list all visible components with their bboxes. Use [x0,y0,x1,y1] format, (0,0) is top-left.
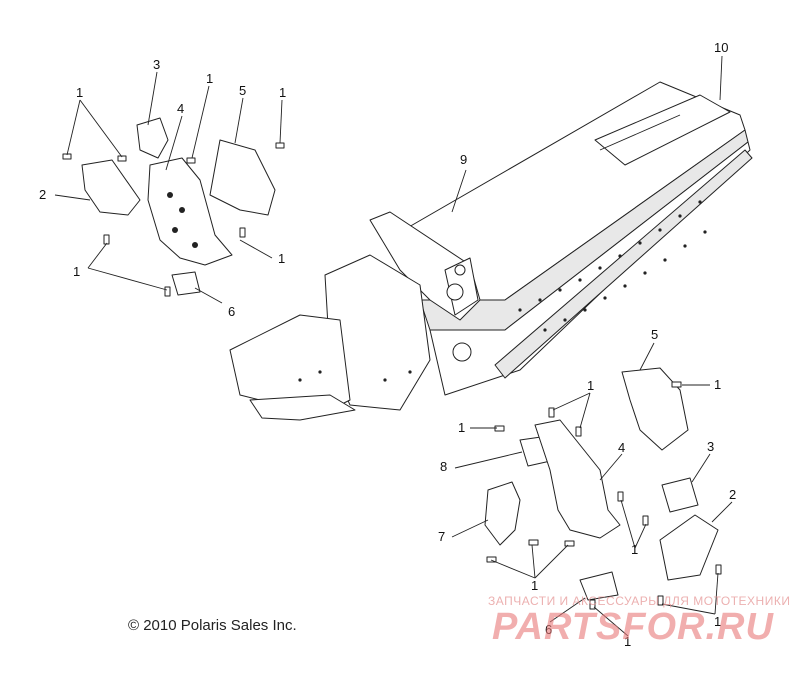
leader-lines [54,55,733,637]
upper-bracket-5 [209,139,276,216]
callout-upper-clip-6: 6 [228,304,235,319]
callout-lower-bolt-d: 1 [631,542,638,557]
callout-upper-bolt-b: 1 [206,71,213,86]
callout-lower-bolt-g: 1 [714,614,721,629]
upper-bracket-3 [136,117,169,159]
lower-plate-2 [659,514,719,581]
callout-lower-bolt-f: 1 [624,634,631,649]
callout-upper-plate-2: 2 [39,187,46,202]
lower-bracket-5 [621,367,689,451]
frame-holes [298,200,707,382]
lower-bracket-7 [484,481,521,546]
callout-upper-plate-4: 4 [177,101,184,116]
callout-lower-plate-4: 4 [618,440,625,455]
copyright-notice: © 2010 Polaris Sales Inc. [128,617,297,634]
callout-lower-bolt-e: 1 [531,578,538,593]
watermark-tagline: ЗАПЧАСТИ И АКСЕССУАРЫ ДЛЯ МОТОТЕХНИКИ [488,594,791,608]
watermark-logo: PARTSFOR.RU [492,606,774,648]
callout-labels: 1 3 1 4 5 1 2 1 1 6 9 10 5 1 1 1 8 4 3 2… [39,40,736,649]
lower-plate-4 [534,419,621,539]
upper-clip-6 [171,271,201,296]
callout-upper-bracket-3: 3 [153,57,160,72]
lower-clip-6 [579,571,619,601]
callout-upper-bolt-c: 1 [279,85,286,100]
callout-frame-9: 9 [460,152,467,167]
callout-upper-bolt-a: 1 [76,85,83,100]
callout-lower-bracket-8: 8 [440,459,447,474]
callout-upper-bolt-d: 1 [278,251,285,266]
callout-upper-bracket-5: 5 [239,83,246,98]
chassis-tunnel-frame [229,81,753,421]
callout-lower-bracket-5: 5 [651,327,658,342]
callout-lower-bolt-b: 1 [587,378,594,393]
callout-lower-plate-2: 2 [729,487,736,502]
callout-lower-bolt-a: 1 [714,377,721,392]
lower-bracket-3 [661,477,699,513]
callout-upper-bolt-e: 1 [73,264,80,279]
callout-lower-bracket-3: 3 [707,439,714,454]
upper-bolts [62,142,285,297]
callout-lower-clip-6: 6 [545,622,552,637]
callout-lower-bolt-c: 1 [458,420,465,435]
callout-rail-10: 10 [714,40,728,55]
upper-plate-2 [81,159,141,216]
lower-bolts [486,381,722,610]
callout-lower-bracket-7: 7 [438,529,445,544]
upper-plate-4 [147,157,233,266]
